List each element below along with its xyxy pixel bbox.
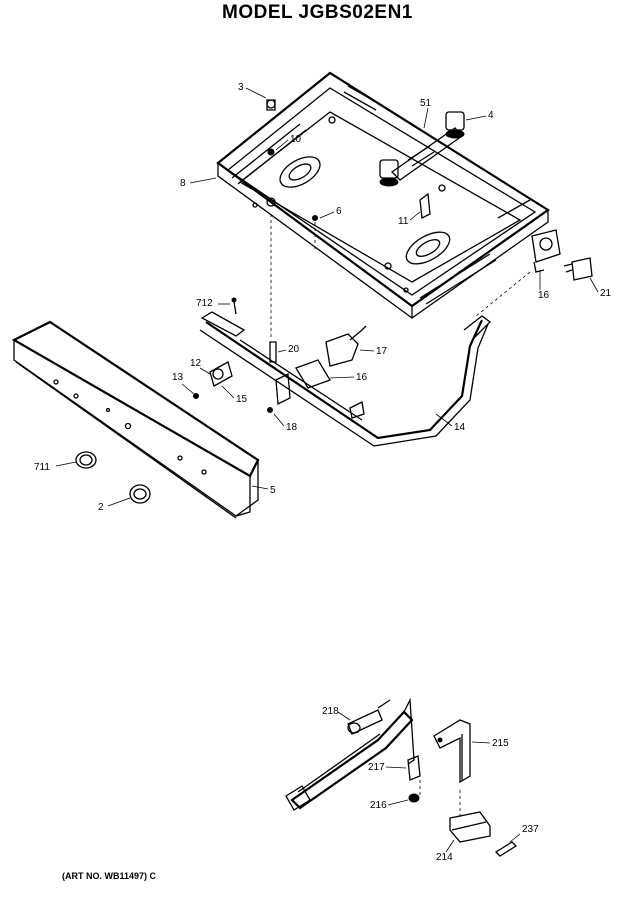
callout-labels: 3 51 4 10 8 6 11 16 21 712 20 17 12 13 1… xyxy=(34,82,612,863)
callout-16-right: 16 xyxy=(538,290,550,301)
bracket-215 xyxy=(433,719,471,784)
callout-6: 6 xyxy=(336,206,342,217)
switch-214 xyxy=(449,811,491,843)
callout-10: 10 xyxy=(290,134,302,145)
callout-711: 711 xyxy=(34,462,50,473)
callout-214: 214 xyxy=(436,852,453,863)
callout-712: 712 xyxy=(196,298,213,309)
callout-215: 215 xyxy=(492,738,509,749)
callout-217: 217 xyxy=(368,762,385,773)
callout-216: 216 xyxy=(370,800,387,811)
nut-216 xyxy=(408,793,420,803)
art-number: (ART NO. WB11497) C xyxy=(62,871,157,881)
knob-2 xyxy=(129,484,151,504)
manifold-tube xyxy=(199,315,491,447)
callout-2: 2 xyxy=(98,502,104,513)
control-panel xyxy=(11,320,260,519)
callout-16-mid: 16 xyxy=(356,372,368,383)
callout-21: 21 xyxy=(600,288,612,299)
callout-14: 14 xyxy=(454,422,466,433)
manifold-pipe xyxy=(193,297,365,419)
callout-20: 20 xyxy=(288,344,300,355)
callout-17: 17 xyxy=(376,346,388,357)
top-valve-assembly xyxy=(266,99,465,221)
callout-18: 18 xyxy=(286,422,298,433)
terminal-block xyxy=(563,257,593,281)
callout-8: 8 xyxy=(180,178,186,189)
knob-711 xyxy=(75,451,97,469)
clip-217 xyxy=(407,755,421,781)
callout-15: 15 xyxy=(236,394,248,405)
corner-mark: ' - ' ' xyxy=(520,0,558,4)
callout-4: 4 xyxy=(488,110,494,121)
lower-tube-assembly xyxy=(285,697,415,811)
callout-51: 51 xyxy=(420,98,432,109)
callout-12: 12 xyxy=(190,358,202,369)
callout-13: 13 xyxy=(172,372,184,383)
callout-3: 3 xyxy=(238,82,244,93)
regulator-bracket xyxy=(295,325,367,389)
callout-5: 5 xyxy=(270,485,276,496)
assembly-line xyxy=(475,271,531,317)
screw-237 xyxy=(494,841,518,857)
callout-237: 237 xyxy=(522,824,539,835)
callout-218: 218 xyxy=(322,706,339,717)
ignition-switch xyxy=(531,229,561,273)
callout-11: 11 xyxy=(398,216,409,227)
page-title: MODEL JGBS02EN1 xyxy=(222,2,413,23)
